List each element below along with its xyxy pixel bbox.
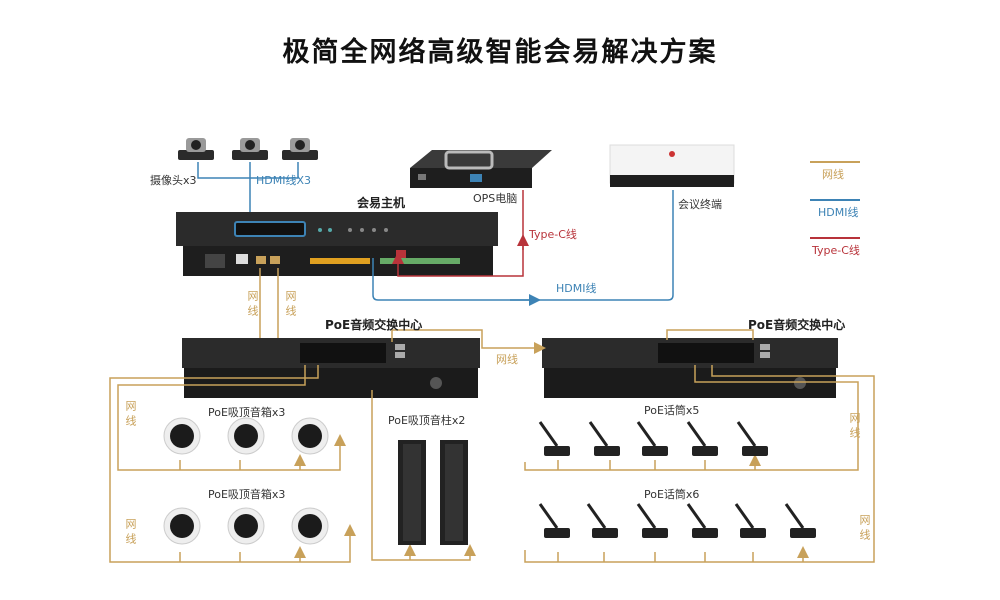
switch-right-device xyxy=(542,338,838,398)
typec-cable xyxy=(392,190,524,277)
net-label-right-1: 网线 xyxy=(848,412,861,442)
net-cable-ceiling-2 xyxy=(109,365,356,563)
microphone-icon xyxy=(538,503,570,538)
ceiling-speaker-icon xyxy=(227,417,265,455)
host-device xyxy=(176,212,498,276)
legend-net-label: 网线 xyxy=(822,168,844,181)
net-cable-host-switch xyxy=(259,268,278,345)
microphone-icon xyxy=(686,421,718,456)
net-label-right-2: 网线 xyxy=(858,514,871,544)
net-label-host-2: 网线 xyxy=(284,290,297,320)
net-cable-mic-2 xyxy=(524,365,875,563)
column-speaker-icon xyxy=(398,440,426,545)
ceiling-speaker-icon xyxy=(291,507,329,545)
page-title: 极简全网络高级智能会易解决方案 xyxy=(282,37,718,68)
legend-hdmi-label: HDMI线 xyxy=(818,206,859,219)
camera-icon xyxy=(282,138,318,160)
ceiling-speaker-icon xyxy=(227,507,265,545)
typec-cable-label: Type-C线 xyxy=(529,228,577,241)
net-cable-switch-switch xyxy=(391,329,546,354)
microphone-icon xyxy=(784,503,816,538)
ceiling-speaker-icon xyxy=(163,417,201,455)
switch-left-device xyxy=(182,338,480,398)
net-label-host-1: 网线 xyxy=(246,290,259,320)
microphone-icon xyxy=(586,503,618,538)
ops-label: OPS电脑 xyxy=(473,192,518,205)
camera-icon xyxy=(178,138,214,160)
hdmi-camera-cable xyxy=(197,162,299,220)
hdmi-terminal-cable-label: HDMI线 xyxy=(556,282,597,295)
net-cable-columns xyxy=(371,390,476,561)
ceiling-2-label: PoE吸顶音箱x3 xyxy=(208,488,286,501)
mic-2-label: PoE话筒x6 xyxy=(644,488,700,501)
microphone-icon xyxy=(734,503,766,538)
camera-icon xyxy=(232,138,268,160)
microphone-icon xyxy=(538,421,570,456)
microphone-icon xyxy=(736,421,768,456)
hdmi-camera-cable-label: HDMI线X3 xyxy=(256,174,312,187)
terminal-label: 会议终端 xyxy=(678,198,722,211)
net-cable-mic-1 xyxy=(524,365,859,471)
mic-1-label: PoE话筒x5 xyxy=(644,404,700,417)
net-cable-ceiling-1 xyxy=(117,365,346,471)
microphone-icon xyxy=(686,503,718,538)
conference-terminal-device xyxy=(609,144,735,187)
column-label: PoE吸顶音柱x2 xyxy=(388,414,466,427)
microphone-icon xyxy=(636,503,668,538)
switch-right-label: PoE音频交换中心 xyxy=(748,318,846,332)
legend-typec-label: Type-C线 xyxy=(812,244,860,257)
net-label-left-1: 网线 xyxy=(124,400,137,430)
ops-pc-device xyxy=(410,150,552,188)
net-label-left-2: 网线 xyxy=(124,518,137,548)
ceiling-speaker-icon xyxy=(163,507,201,545)
microphone-icon xyxy=(636,421,668,456)
ceiling-1-label: PoE吸顶音箱x3 xyxy=(208,406,286,419)
host-label: 会易主机 xyxy=(357,196,406,210)
net-label-switches: 网线 xyxy=(496,353,518,366)
switch-left-label: PoE音频交换中心 xyxy=(325,318,423,332)
column-speaker-icon xyxy=(440,440,468,545)
ceiling-speaker-icon xyxy=(291,417,329,455)
cameras-label: 摄像头x3 xyxy=(150,174,197,187)
microphone-icon xyxy=(588,421,620,456)
